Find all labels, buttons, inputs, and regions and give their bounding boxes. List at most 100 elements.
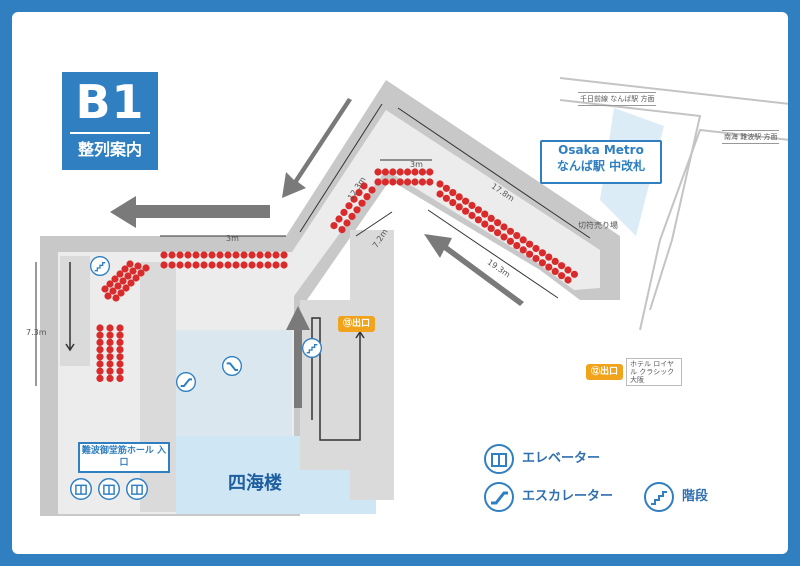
- seat-mark: [106, 360, 114, 368]
- seat-mark: [404, 168, 412, 176]
- flow-arrow-diag: [282, 98, 352, 198]
- seat-mark: [506, 237, 514, 245]
- metro-gate-name: なんば駅 中改札: [556, 159, 646, 173]
- seat-mark: [455, 193, 463, 201]
- exit-12-destination: ホテル ロイヤル クラシック大阪: [626, 358, 683, 386]
- seat-mark: [481, 220, 489, 228]
- seat-mark: [104, 292, 112, 300]
- seat-mark: [411, 178, 419, 186]
- seat-mark: [363, 193, 371, 201]
- seat-mark: [272, 261, 280, 269]
- seat-mark: [474, 206, 482, 214]
- seat-mark: [256, 251, 264, 259]
- dim-top-center: 3m: [410, 160, 423, 169]
- seat-mark: [106, 374, 114, 382]
- seat-mark: [248, 261, 256, 269]
- seat-mark: [487, 224, 495, 232]
- seat-mark: [216, 261, 224, 269]
- seat-mark: [112, 294, 120, 302]
- seat-mark: [127, 279, 135, 287]
- seat-mark: [184, 261, 192, 269]
- metro-line-name: Osaka Metro: [558, 143, 644, 157]
- ticket-area-label: 切符売り場: [578, 221, 618, 230]
- seat-mark: [176, 261, 184, 269]
- seat-mark: [96, 353, 104, 361]
- seat-mark: [116, 353, 124, 361]
- seat-mark: [426, 178, 434, 186]
- seat-mark: [570, 270, 579, 278]
- seat-mark: [513, 242, 521, 250]
- exit-13-label: ⑬出口: [338, 316, 376, 332]
- dimension-lines: [35, 103, 591, 386]
- stairs-icon: [302, 338, 322, 358]
- seat-mark: [200, 261, 208, 269]
- seat-mark: [519, 246, 527, 254]
- seat-mark: [449, 189, 457, 197]
- flow-arrow-right: [424, 234, 524, 306]
- legend-stairs-label: 階段: [682, 489, 709, 504]
- seat-mark: [338, 226, 346, 234]
- metro-passages: [559, 77, 788, 331]
- seat-mark: [224, 251, 232, 259]
- legend-elevator-label: エレベーター: [522, 451, 601, 466]
- seat-mark: [192, 251, 200, 259]
- seat-mark: [564, 276, 572, 284]
- exit-12-label: ⑫出口: [586, 364, 624, 380]
- seat-mark: [462, 207, 470, 215]
- legend-escalator-label: エスカレーター: [522, 489, 614, 504]
- seat-mark: [96, 338, 104, 346]
- seat-mark: [538, 249, 547, 257]
- stairs-icon: [90, 256, 110, 276]
- seat-mark: [121, 265, 129, 273]
- seat-mark: [442, 194, 450, 202]
- seat-mark: [96, 367, 104, 375]
- seat-mark: [411, 168, 419, 176]
- sign-right: 南海 難波駅 方面: [722, 130, 780, 144]
- seat-mark: [487, 214, 495, 222]
- seat-mark: [381, 168, 389, 176]
- seat-mark: [264, 261, 272, 269]
- seat-mark: [558, 272, 566, 280]
- seat-mark: [126, 260, 134, 268]
- seat-mark: [355, 189, 363, 197]
- seat-mark: [114, 282, 122, 290]
- stairs-icon: [644, 482, 674, 512]
- seat-mark: [345, 202, 353, 210]
- escalator-icon: [484, 482, 514, 512]
- escalator-icon: [222, 356, 242, 376]
- seat-mark: [442, 184, 450, 192]
- seat-mark: [132, 274, 140, 282]
- seat-mark: [519, 236, 527, 244]
- seat-mark: [224, 261, 232, 269]
- seat-mark: [232, 261, 240, 269]
- seat-mark: [240, 251, 248, 259]
- seat-mark: [426, 168, 434, 176]
- seat-mark: [116, 324, 124, 332]
- seat-mark: [368, 186, 376, 194]
- seat-mark: [551, 257, 559, 265]
- seat-mark: [124, 272, 132, 280]
- elevator-icon: [126, 478, 148, 500]
- escalator-icon: [176, 372, 196, 392]
- seat-mark: [374, 178, 382, 186]
- legend-elevator: エレベーター: [484, 444, 600, 474]
- seat-mark: [106, 353, 114, 361]
- seat-mark: [330, 222, 338, 230]
- seating-rows: [96, 168, 579, 382]
- seat-mark: [184, 251, 192, 259]
- seat-mark: [248, 251, 256, 259]
- seat-mark: [134, 262, 142, 270]
- seat-mark: [116, 346, 124, 354]
- seat-mark: [374, 168, 382, 176]
- seat-mark: [142, 264, 150, 272]
- seat-mark: [436, 180, 444, 188]
- seat-mark: [389, 168, 397, 176]
- seat-mark: [96, 331, 104, 339]
- seat-mark: [513, 232, 521, 240]
- hall-elevators: [70, 478, 148, 500]
- seat-mark: [129, 267, 137, 275]
- seat-mark: [358, 199, 366, 207]
- seat-mark: [96, 374, 104, 382]
- hall-entrance-label: 難波御堂筋ホール 入口: [78, 442, 170, 473]
- elevator-icon: [70, 478, 92, 500]
